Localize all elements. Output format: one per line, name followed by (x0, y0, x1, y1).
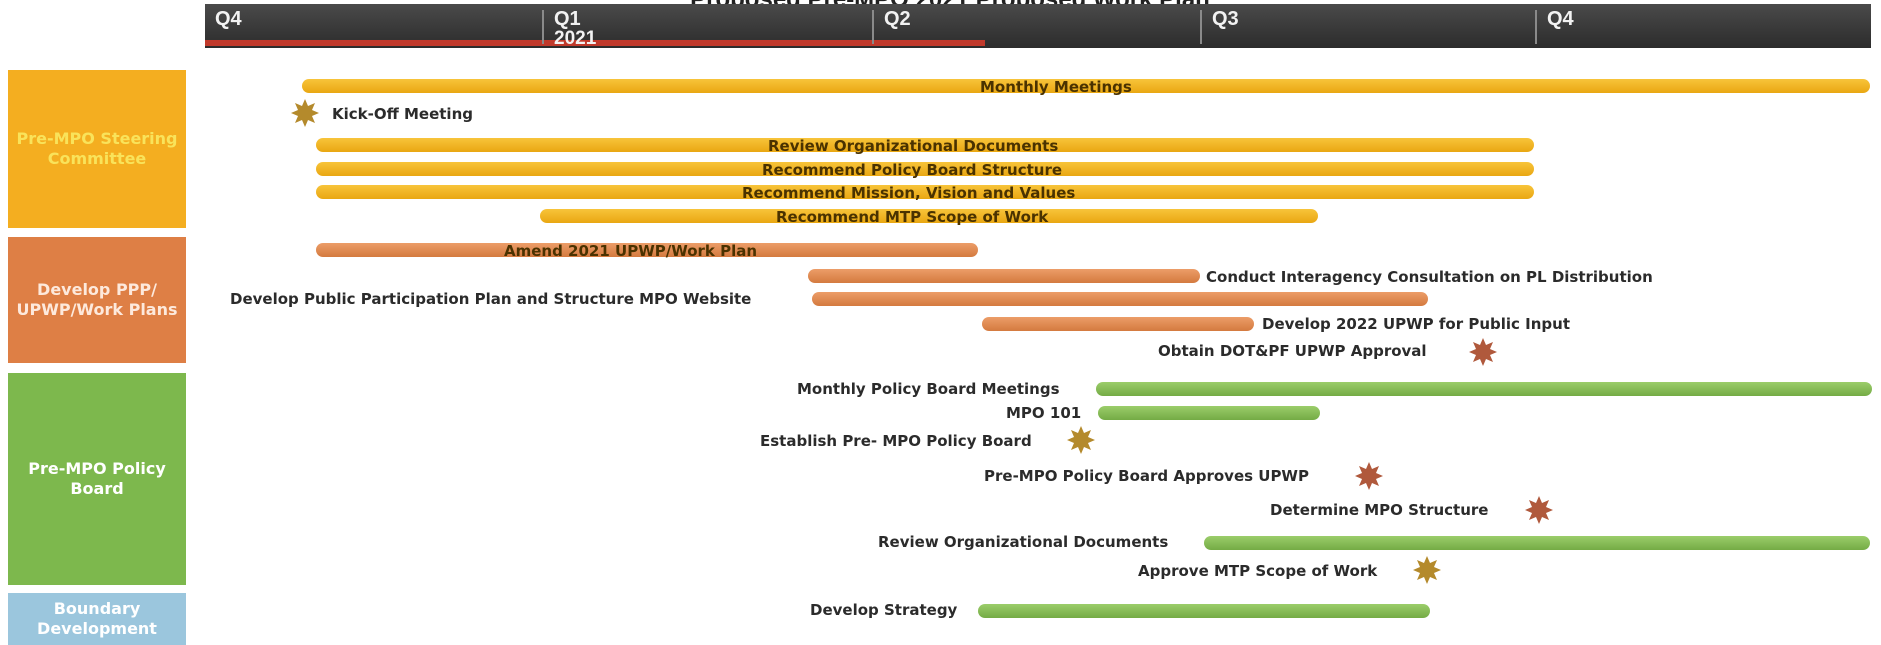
quarter-label: Q4 (205, 8, 242, 44)
milestone-star-icon (1067, 426, 1095, 454)
task-bar (316, 138, 1534, 152)
milestone-label: Pre-MPO Policy Board Approves UPWP (984, 467, 1309, 485)
swimlane-label: Pre-MPO Steering Committee (16, 129, 178, 168)
milestone-label: Approve MTP Scope of Work (1138, 562, 1378, 580)
swimlane-steering-committee: Pre-MPO Steering Committee (8, 70, 186, 228)
task-bar (808, 269, 1200, 283)
task-label: Review Organizational Documents (878, 533, 1169, 551)
swimlane-label: Boundary Development (37, 599, 157, 638)
task-bar (982, 317, 1254, 331)
swimlane-policy-board: Pre-MPO Policy Board (8, 373, 186, 585)
task-bar (812, 292, 1428, 306)
task-label: Develop Public Participation Plan and St… (230, 290, 752, 308)
task-bar (1098, 406, 1320, 420)
milestone-star-icon (1525, 496, 1553, 524)
task-label: Conduct Interagency Consultation on PL D… (1206, 268, 1653, 286)
task-label: Recommend Mission, Vision and Values (742, 184, 1076, 202)
milestone-star-icon (1355, 462, 1383, 490)
quarter-label-text: Q4 (1547, 8, 1574, 30)
task-bar (540, 209, 1318, 223)
task-bar (316, 162, 1534, 176)
task-label: Develop 2022 UPWP for Public Input (1262, 315, 1570, 333)
milestone-star-icon (291, 99, 319, 127)
swimlane-label: Pre-MPO Policy Board (28, 459, 166, 498)
task-bar (1096, 382, 1872, 396)
milestone-label: Establish Pre- MPO Policy Board (760, 432, 1032, 450)
timeline-progress-bar (205, 40, 985, 46)
task-label: Develop Strategy (810, 601, 958, 619)
quarter-label-text: Q3 (1212, 8, 1239, 30)
milestone-star-icon (1413, 556, 1441, 584)
milestone-label: Determine MPO Structure (1270, 501, 1489, 519)
quarter-label: Q4 (1535, 8, 1574, 44)
task-bar (302, 79, 1870, 93)
task-bar (978, 604, 1430, 618)
task-label: MPO 101 (1006, 404, 1082, 422)
task-bar (1204, 536, 1870, 550)
quarter-year-text: 2021 (554, 28, 597, 49)
quarter-label-text: Q2 (884, 8, 911, 30)
quarter-label-text: Q1 (554, 8, 581, 30)
task-bar (316, 243, 978, 257)
swimlane-label: Develop PPP/ UPWP/Work Plans (16, 280, 178, 319)
swimlane-boundary-development: Boundary Development (8, 593, 186, 645)
milestone-label: Kick-Off Meeting (332, 105, 473, 123)
swimlane-develop-plans: Develop PPP/ UPWP/Work Plans (8, 237, 186, 363)
milestone-star-icon (1469, 338, 1497, 366)
task-label: Monthly Meetings (980, 78, 1132, 96)
task-label: Recommend Policy Board Structure (762, 161, 1063, 179)
task-bar (316, 185, 1534, 199)
task-label: Monthly Policy Board Meetings (797, 380, 1060, 398)
milestone-label: Obtain DOT&PF UPWP Approval (1158, 342, 1427, 360)
task-label: Review Organizational Documents (768, 137, 1059, 155)
quarter-label: Q3 (1200, 8, 1239, 44)
task-label: Amend 2021 UPWP/Work Plan (504, 242, 758, 260)
quarter-label-text: Q4 (215, 8, 242, 30)
quarter-label: Q2 (872, 8, 911, 44)
task-label: Recommend MTP Scope of Work (776, 208, 1049, 226)
